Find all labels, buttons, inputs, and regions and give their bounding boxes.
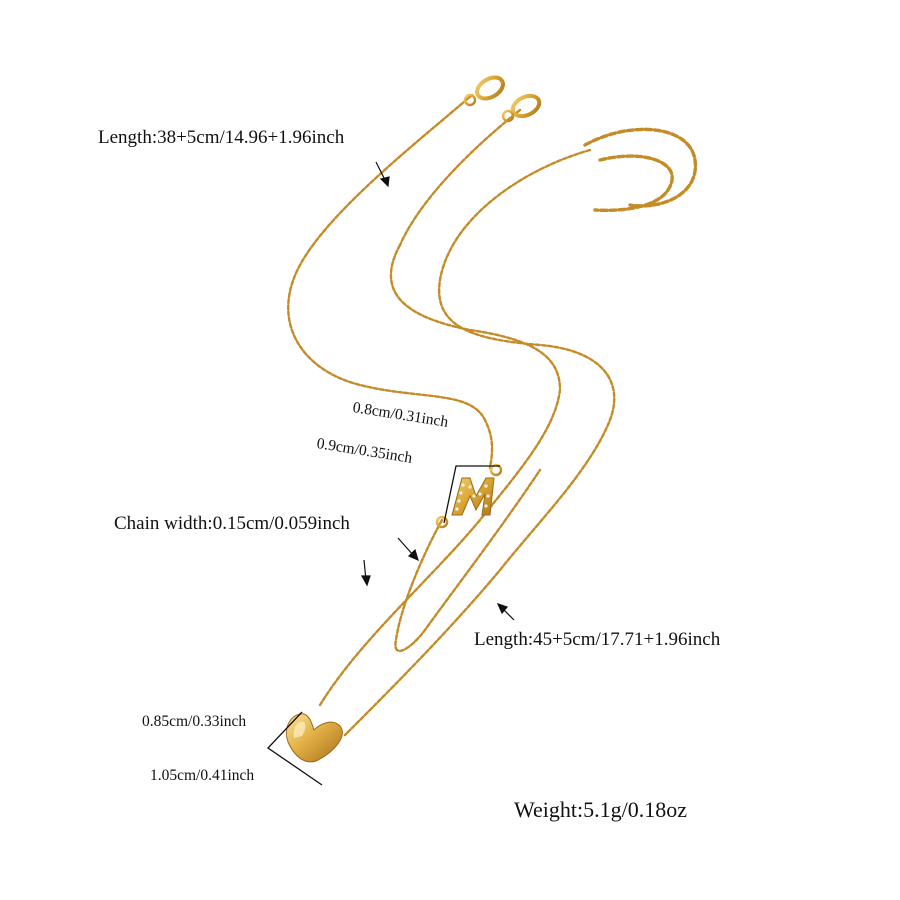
weight-label: Weight:5.1g/0.18oz: [514, 797, 687, 822]
lobster-clasp-2: [510, 93, 542, 119]
clasps: [463, 75, 542, 123]
short-chain-left-drop: [394, 468, 542, 652]
letter-m-pendant: [435, 463, 503, 529]
dimension-brackets: [267, 465, 500, 786]
heart-height-label: 0.85cm/0.33inch: [142, 713, 247, 730]
letter-m-stones: [455, 483, 490, 511]
short-chain-length-label: Length:38+5cm/14.96+1.96inch: [98, 127, 345, 148]
short-chain-strand: [287, 93, 494, 470]
chain-width-label: Chain width:0.15cm/0.059inch: [114, 513, 350, 534]
chains: [287, 93, 697, 737]
extender-chain-2: [593, 154, 674, 213]
heart-pendant: [286, 713, 343, 763]
arrow-icon-short-length: [375, 161, 390, 188]
heart-width-label: 1.05cm/0.41inch: [150, 767, 255, 784]
arrow-icon-chain-width-right: [397, 537, 419, 562]
short-chain-strand-right: [398, 108, 522, 247]
heart-highlight: [293, 721, 306, 738]
clasp-ring-2: [501, 109, 515, 123]
letter-bracket-icon: [443, 465, 500, 524]
pendant-jump-ring-bottom: [435, 515, 449, 529]
long-chain-strand-left: [318, 243, 562, 707]
long-chain-length-label: Length:45+5cm/17.71+1.96inch: [474, 629, 721, 650]
long-chain-strand: [343, 148, 616, 737]
extender-chain-1: [583, 127, 697, 208]
clasp-ring-1: [463, 93, 477, 107]
pendant-jump-ring-top: [489, 463, 503, 477]
lobster-clasp-1: [475, 75, 505, 101]
arrow-icon-chain-width-left: [360, 559, 371, 587]
heart-bracket-icon: [267, 711, 323, 786]
arrows: [360, 161, 515, 621]
heart-shape: [286, 713, 343, 763]
arrow-icon-long-length: [496, 603, 515, 621]
